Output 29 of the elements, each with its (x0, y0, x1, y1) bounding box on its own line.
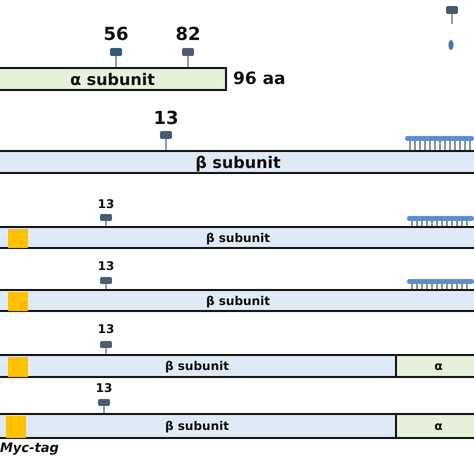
position-number: 82 (174, 24, 202, 45)
position-number: 13 (96, 197, 116, 211)
subunit-bar (0, 67, 227, 91)
subunit-label: β subunit (195, 152, 281, 172)
tag-box (8, 292, 28, 311)
tag-box (8, 357, 28, 377)
tag-label: Myc-tag (0, 441, 59, 456)
position-number: 13 (94, 381, 114, 395)
subunit-label: β subunit (165, 419, 229, 433)
subunit-bar (0, 150, 474, 174)
position-number: 56 (102, 24, 130, 45)
position-number: 13 (96, 322, 116, 336)
subunit-bar (0, 289, 474, 312)
subunit-bar (0, 226, 474, 249)
subunit-label: β subunit (206, 230, 270, 244)
subunit-label: α (434, 359, 443, 373)
position-number: 13 (96, 259, 116, 273)
subunit-label: α subunit (70, 70, 155, 88)
subunit-bar (395, 413, 474, 439)
length-label: 96 aa (233, 69, 286, 89)
subunit-bar (395, 354, 474, 378)
tag-box (6, 416, 26, 438)
subunit-label: β subunit (165, 359, 229, 373)
position-number: 13 (152, 108, 180, 129)
subunit-label: β subunit (206, 294, 270, 308)
subunit-label: α (434, 419, 443, 433)
subunit-bar (0, 354, 396, 378)
tag-box (8, 229, 28, 248)
subunit-bar (0, 413, 396, 439)
